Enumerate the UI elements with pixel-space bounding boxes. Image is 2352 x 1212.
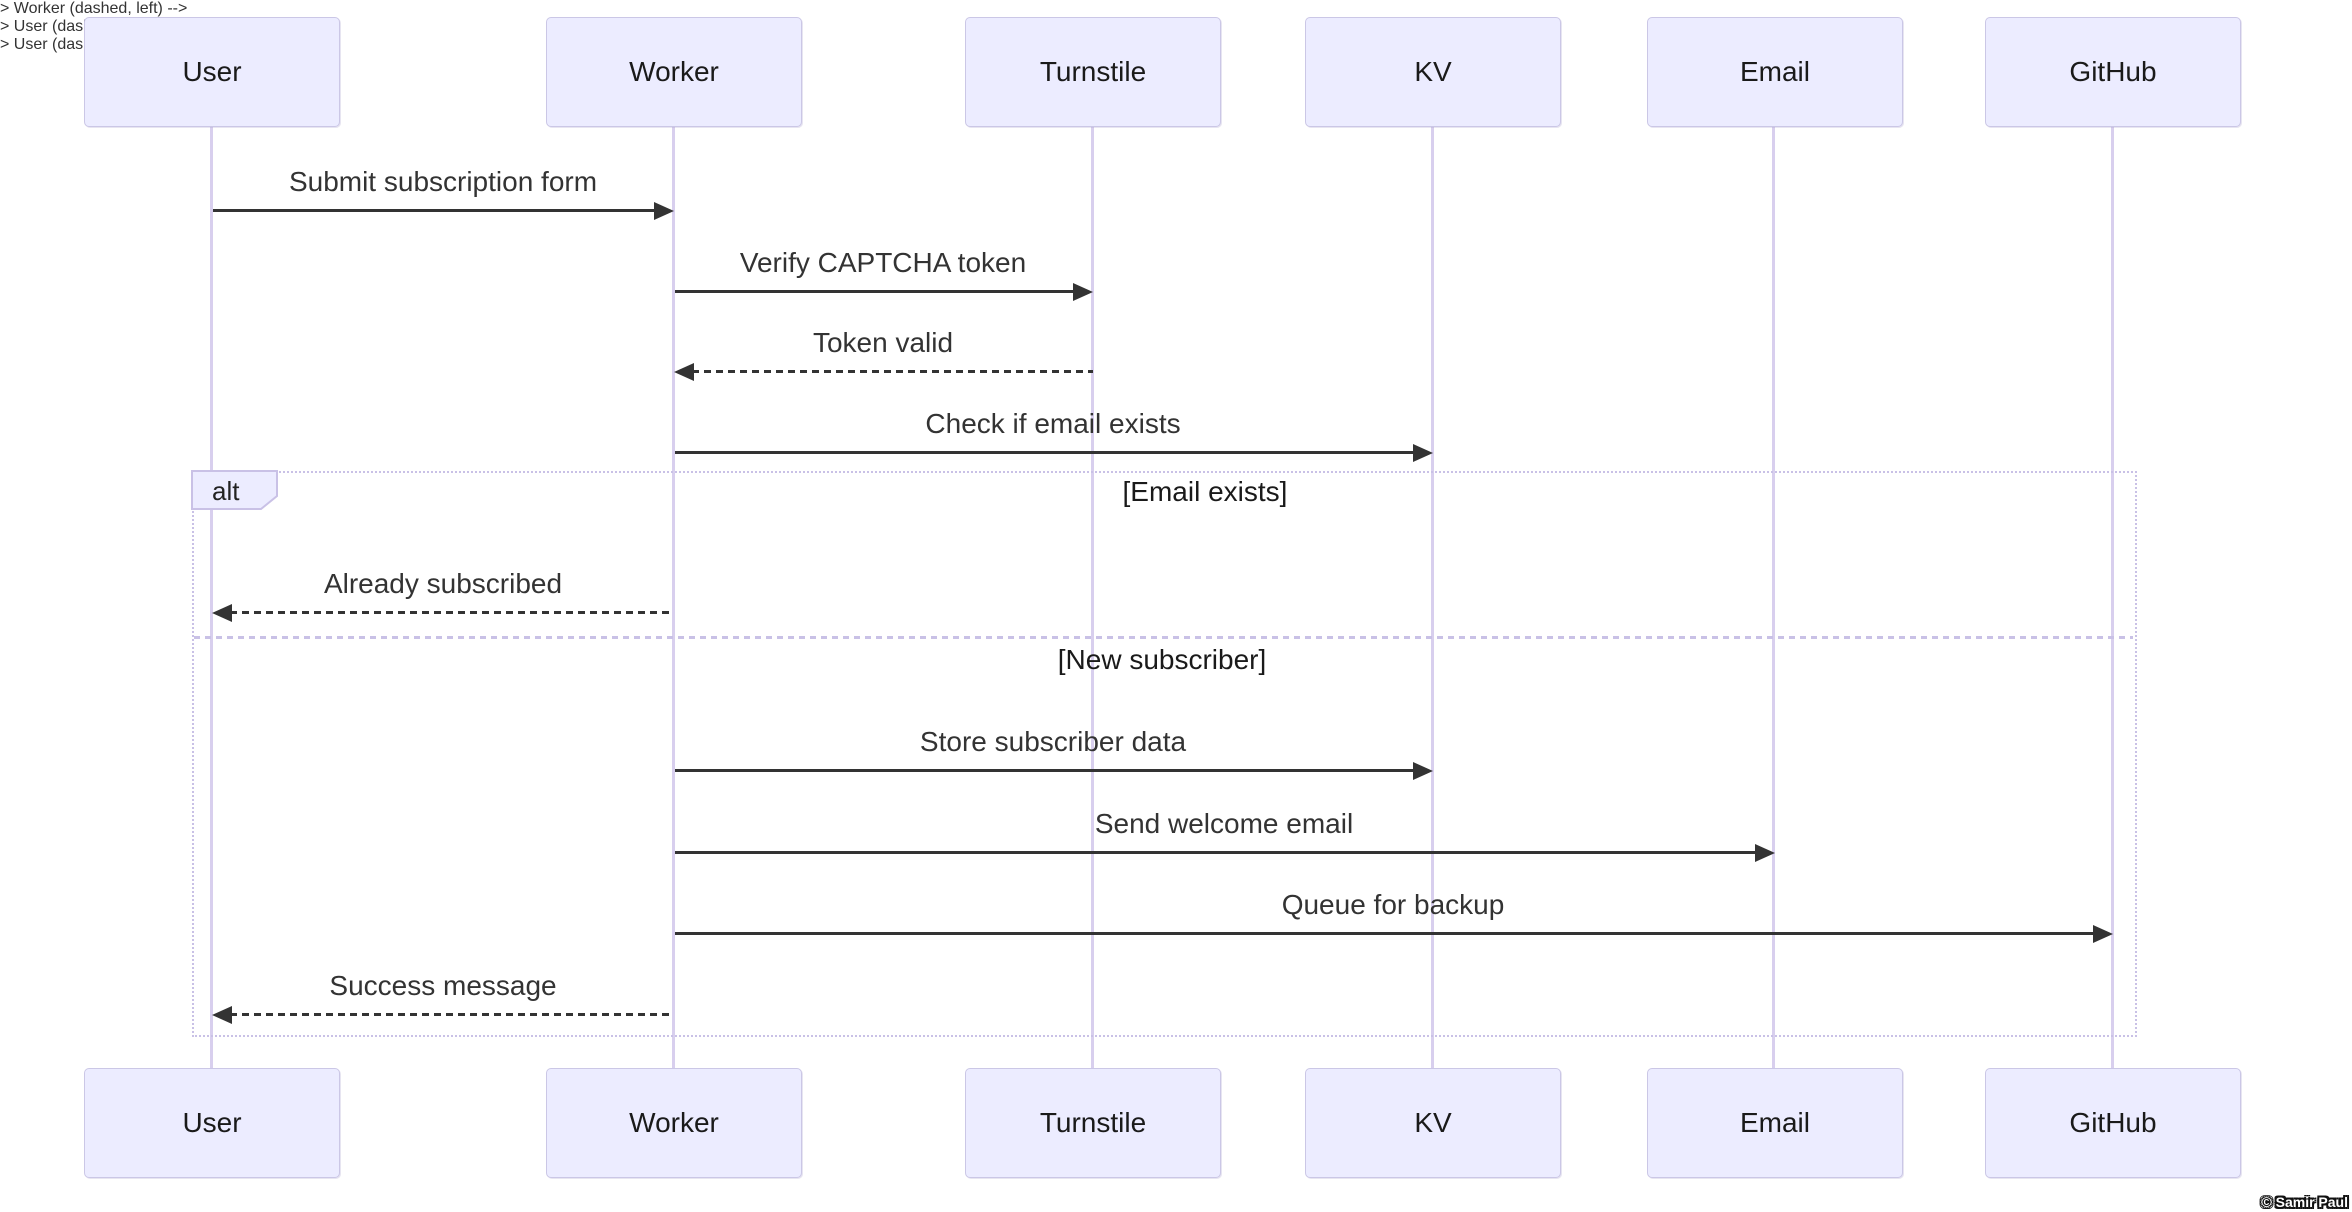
lifeline-email (1772, 125, 1775, 1068)
message-arrowhead (654, 202, 674, 220)
alt-divider (194, 636, 2133, 639)
message-line (675, 932, 2093, 935)
actor-bottom-kv: KV (1305, 1068, 1561, 1178)
actor-top-worker: Worker (546, 17, 802, 127)
message-label: Already subscribed (323, 568, 563, 599)
message-label: Verify CAPTCHA token (739, 247, 1027, 278)
message-arrowhead (2093, 925, 2113, 943)
message-arrowhead (1413, 444, 1433, 462)
actor-bottom-user: User (84, 1068, 340, 1178)
alt-condition-2: [New subscriber] (1057, 644, 1267, 675)
message-line (213, 209, 656, 212)
message-line (230, 1013, 674, 1016)
alt-frame (192, 471, 2137, 1037)
message-label: Queue for backup (1281, 889, 1505, 920)
message-line (675, 851, 1755, 854)
lifeline-github (2111, 125, 2114, 1068)
actor-top-kv: KV (1305, 17, 1561, 127)
message-label: Store subscriber data (919, 726, 1187, 757)
actor-top-email: Email (1647, 17, 1903, 127)
message-arrowhead (212, 604, 232, 622)
actor-top-user: User (84, 17, 340, 127)
watermark: © Samir Paul (2261, 1194, 2348, 1210)
actor-top-turnstile: Turnstile (965, 17, 1221, 127)
message-line (692, 370, 1093, 373)
alt-operator-shape (191, 470, 278, 510)
lifeline-kv (1431, 125, 1434, 1068)
message-label: Success message (329, 970, 557, 1001)
actor-bottom-email: Email (1647, 1068, 1903, 1178)
alt-condition-1: [Email exists] (1122, 476, 1288, 507)
message-arrowhead (1413, 762, 1433, 780)
actor-top-github: GitHub (1985, 17, 2241, 127)
message-line (675, 769, 1415, 772)
actor-bottom-github: GitHub (1985, 1068, 2241, 1178)
lifeline-user (210, 125, 213, 1068)
message-arrowhead (1755, 844, 1775, 862)
message-line (675, 290, 1075, 293)
lifeline-turnstile (1091, 125, 1094, 1068)
message-line (230, 611, 674, 614)
alt-operator-label: alt (212, 476, 240, 506)
message-line (675, 451, 1415, 454)
actor-bottom-worker: Worker (546, 1068, 802, 1178)
actor-bottom-turnstile: Turnstile (965, 1068, 1221, 1178)
message-arrowhead (212, 1006, 232, 1024)
message-label: Send welcome email (1094, 808, 1354, 839)
lifeline-worker (672, 125, 675, 1068)
message-arrowhead (674, 363, 694, 381)
message-label: Check if email exists (925, 408, 1181, 439)
message-label: Token valid (812, 327, 954, 358)
message-arrowhead (1073, 283, 1093, 301)
message-label: Submit subscription form (288, 166, 598, 197)
